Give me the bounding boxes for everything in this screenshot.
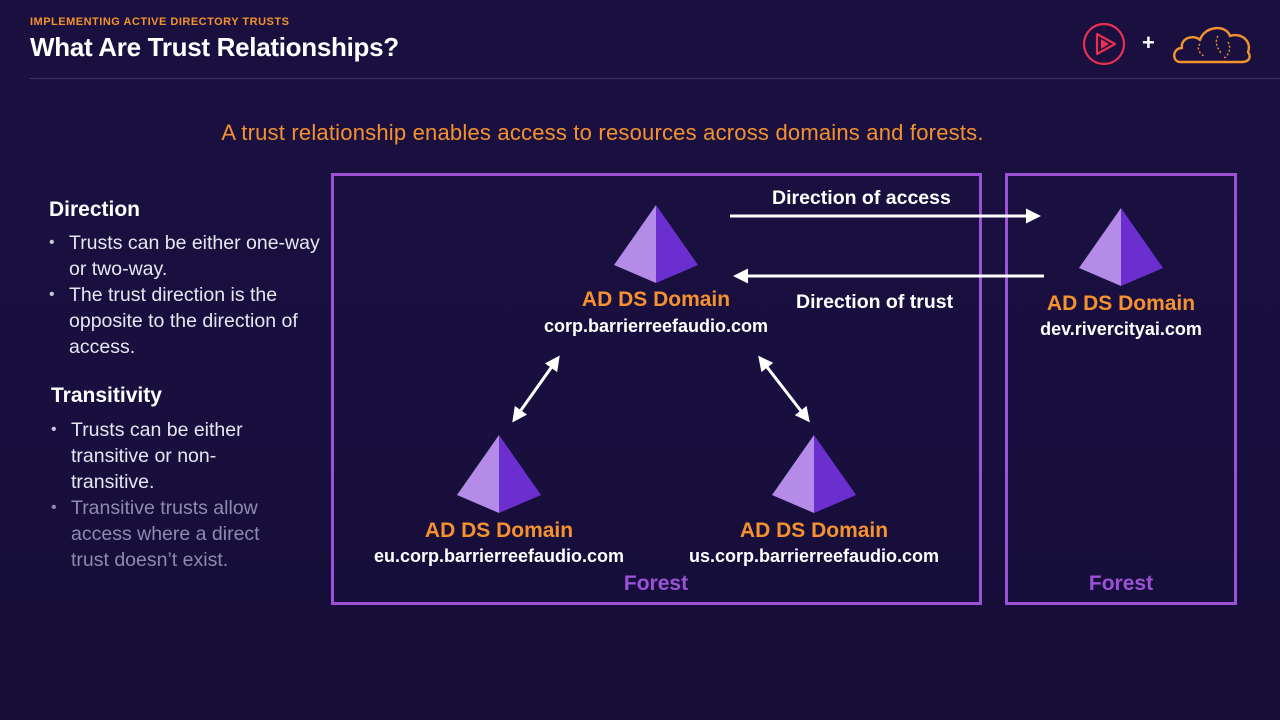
pluralsight-play-icon (1082, 22, 1126, 66)
domain-pyramid-icon (614, 205, 698, 283)
forest-label-barrierreef: Forest (623, 572, 689, 595)
domain-label-us: AD DS Domain (739, 519, 889, 542)
direction-of-trust-label: Direction of trust (796, 291, 954, 313)
forest-label-rivercity: Forest (1088, 572, 1154, 595)
slide-subtitle: A trust relationship enables access to r… (221, 120, 984, 145)
domain-host-dev: dev.rivercityai.com (1040, 319, 1202, 339)
domain-host-us: us.corp.barrierreefaudio.com (688, 546, 940, 566)
domain-label-dev: AD DS Domain (1046, 292, 1196, 315)
transitivity-bullet-list: Trusts can be either transitive or non-t… (51, 417, 296, 573)
direction-bullet: Trusts can be either one-way or two-way. (49, 230, 324, 282)
domain-label-eu: AD DS Domain (424, 519, 574, 542)
transitivity-bullet: Transitive trusts allow access where a d… (51, 495, 296, 573)
domain-pyramid-icon (457, 435, 541, 513)
slide-title: What Are Trust Relationships? (30, 32, 399, 62)
header-divider (30, 78, 1280, 79)
forest-box-barrierreef (331, 173, 982, 605)
domain-label-corp: AD DS Domain (581, 288, 731, 311)
direction-bullet-list: Trusts can be either one-way or two-way.… (49, 230, 324, 360)
logo-plus-sign: + (1142, 30, 1155, 55)
transitivity-heading: Transitivity (51, 384, 162, 407)
cloud-brand-icon (1173, 27, 1251, 64)
domain-host-eu: eu.corp.barrierreefaudio.com (373, 546, 625, 566)
section-kicker: IMPLEMENTING ACTIVE DIRECTORY TRUSTS (30, 16, 290, 28)
domain-pyramid-icon (772, 435, 856, 513)
direction-of-access-label: Direction of access (772, 187, 951, 209)
direction-heading: Direction (49, 198, 141, 221)
domain-pyramid-icon (1079, 208, 1163, 286)
direction-bullet: The trust direction is the opposite to t… (49, 282, 324, 360)
transitivity-bullet: Trusts can be either transitive or non-t… (51, 417, 296, 495)
forest-box-rivercity (1005, 173, 1237, 605)
domain-host-corp: corp.barrierreefaudio.com (543, 316, 769, 336)
